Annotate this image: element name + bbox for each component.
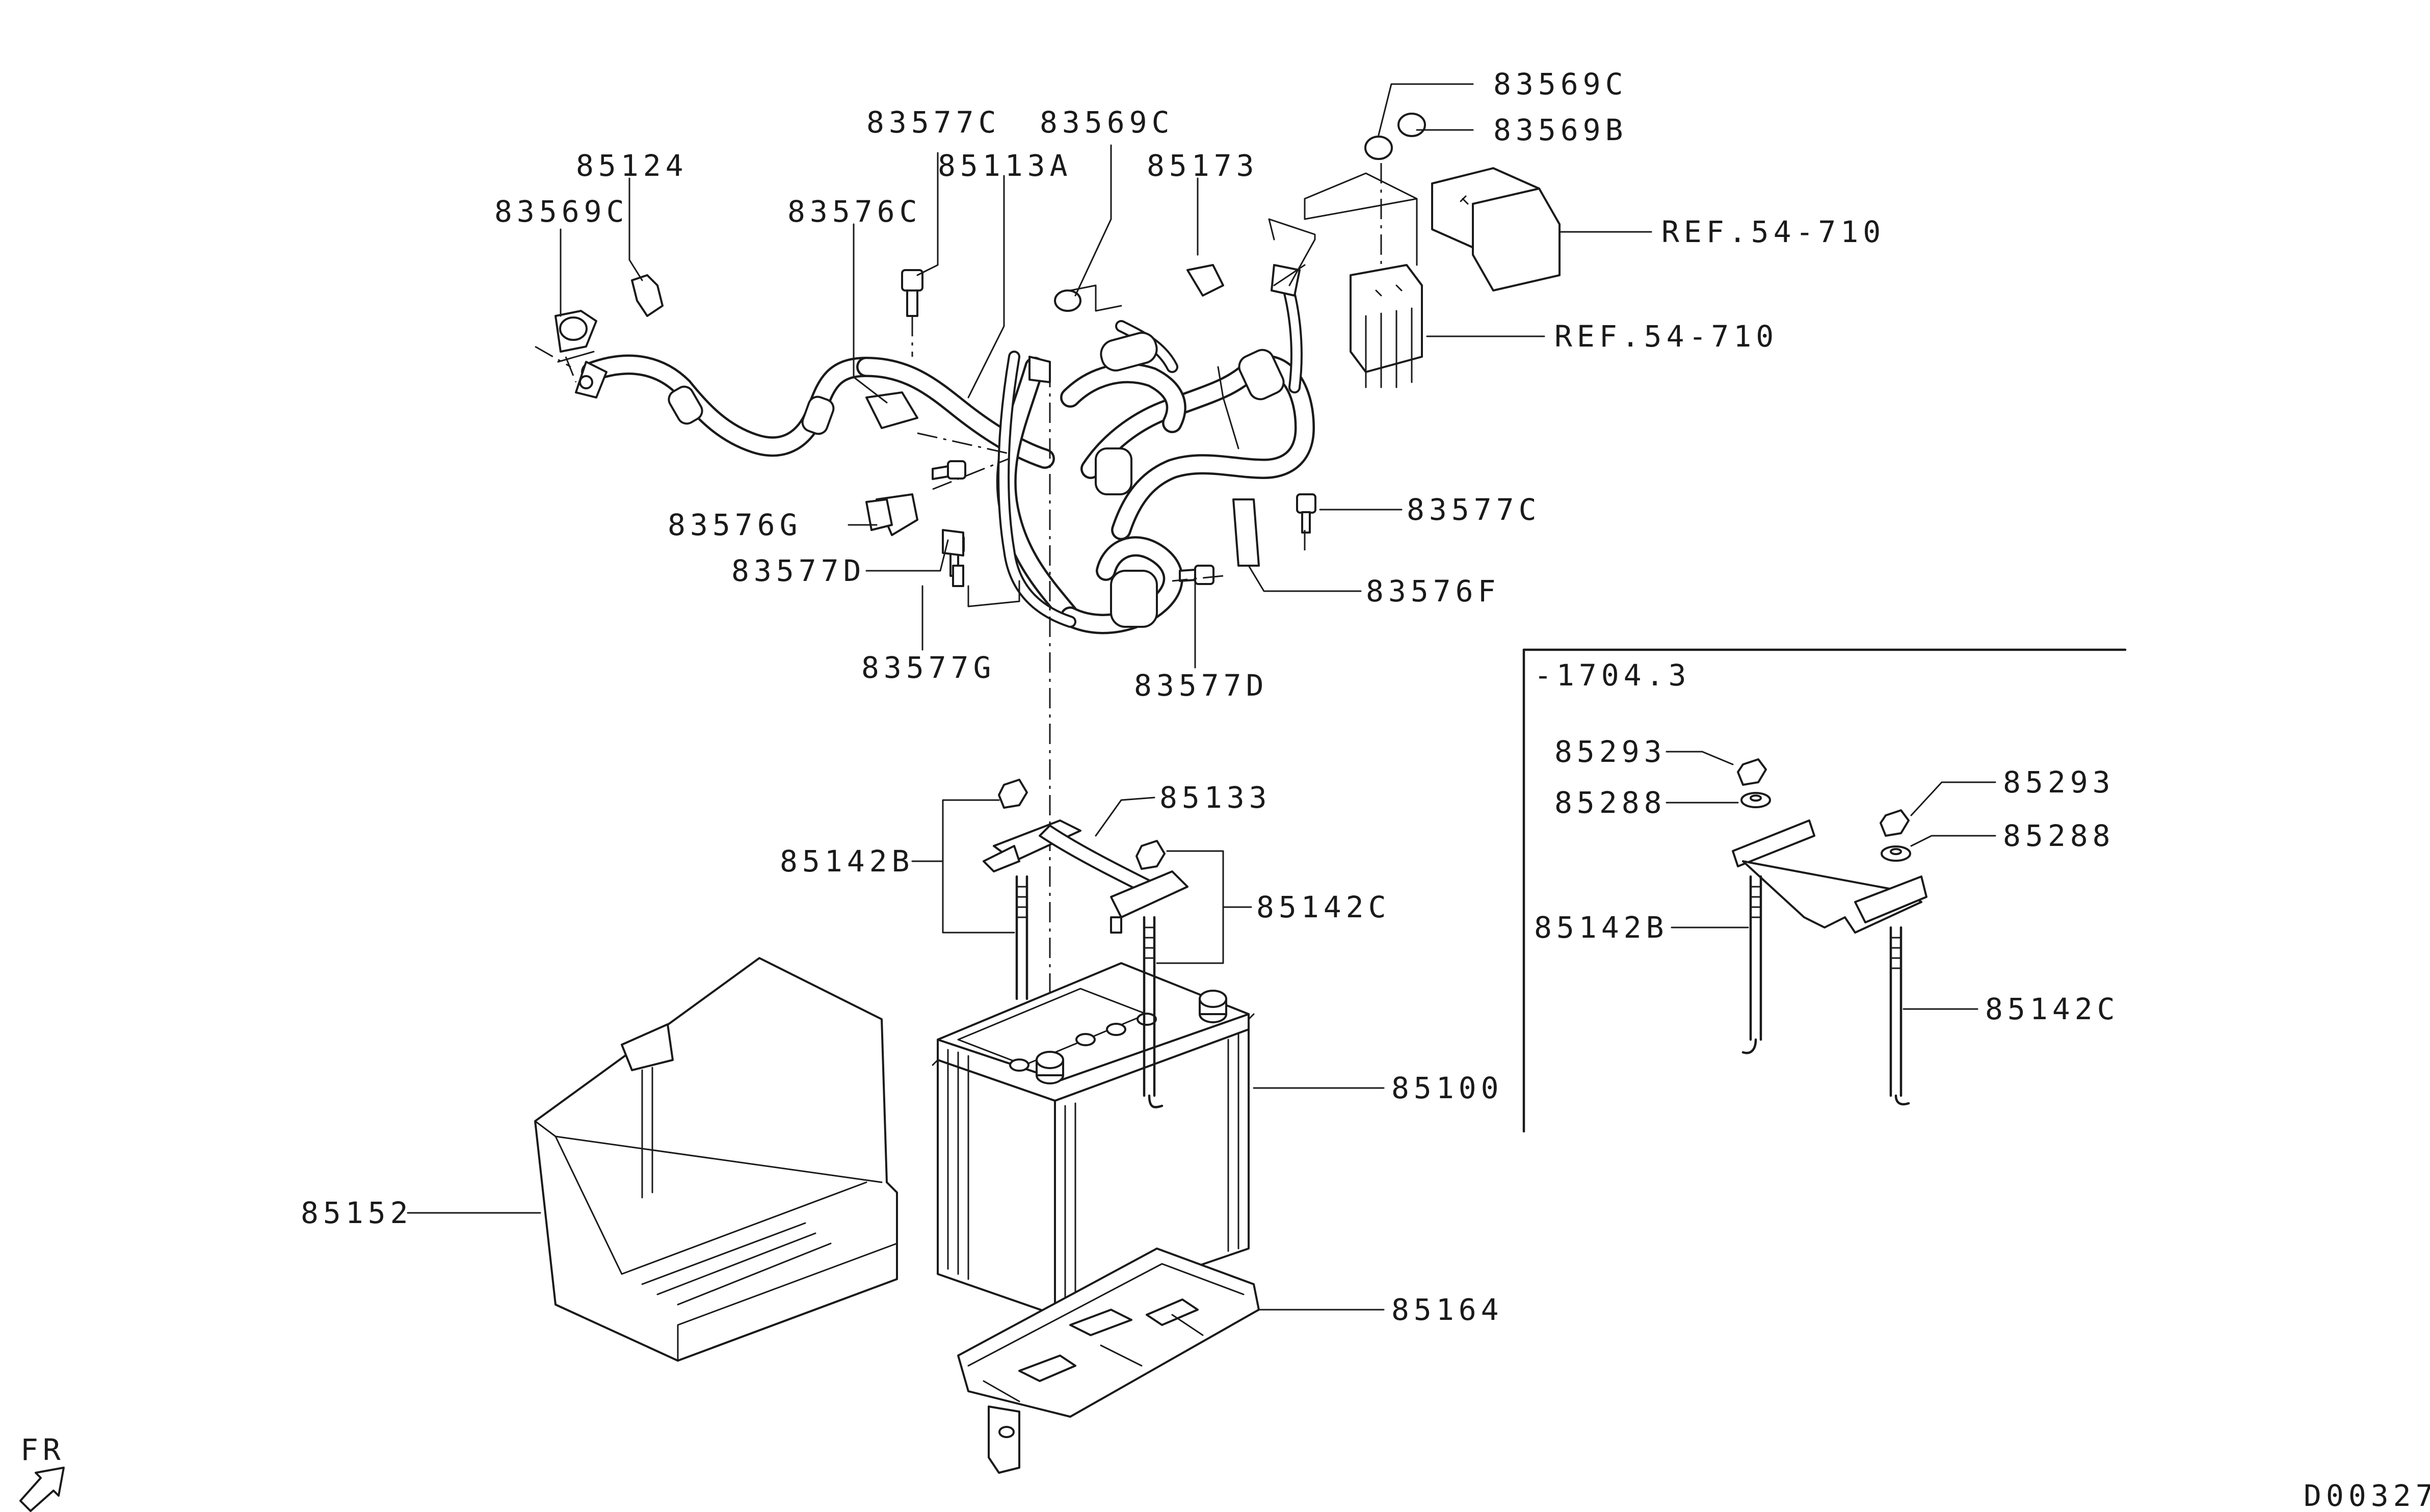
hold-down-bar	[983, 779, 1188, 1108]
inset-callout-85142b: 85142B	[1534, 910, 1669, 945]
callout-85113a: 85113A	[938, 148, 1072, 183]
fuse-connector	[1350, 264, 1423, 388]
callout-83577c-top: 83577C	[866, 105, 1001, 140]
inset-labels: -1704.3 85293 85288 85142B 85293 85288 8…	[1534, 658, 2120, 1026]
front-arrow-icon	[19, 1467, 65, 1512]
callout-83569c-left: 83569C	[494, 194, 629, 229]
callout-85164: 85164	[1391, 1292, 1503, 1327]
callout-85142b: 85142B	[780, 844, 914, 879]
callout-83576g: 83576G	[668, 508, 802, 542]
inset-frame	[1522, 648, 2127, 1133]
callout-83576f: 83576F	[1366, 574, 1500, 608]
front-direction-indicator: FR	[19, 1433, 65, 1512]
inset-callout-85288-right: 85288	[2003, 818, 2115, 853]
inset-range-label: -1704.3	[1534, 658, 1691, 693]
wiring-harness	[575, 264, 1315, 634]
inset-callout-85293-left: 85293	[1554, 734, 1667, 769]
inset-callout-85142c: 85142C	[1985, 992, 2120, 1026]
callout-83577d-bottom: 83577D	[1134, 668, 1269, 703]
assembly-lines	[535, 163, 1418, 1091]
inset-callout-85293-right: 85293	[2003, 765, 2115, 800]
callout-85124: 85124	[576, 148, 688, 183]
callout-83576c: 83576C	[787, 194, 922, 229]
callout-83569c-top: 83569C	[1493, 67, 1628, 101]
battery	[932, 962, 1255, 1316]
drawing-code: D00327	[2304, 1478, 2430, 1512]
callout-83577c-right: 83577C	[1407, 492, 1541, 527]
callout-ref-upper: REF.54-710	[1661, 215, 1885, 249]
inset-callout-85288-left: 85288	[1554, 785, 1667, 820]
front-label: FR	[20, 1433, 65, 1467]
callout-85133: 85133	[1159, 780, 1272, 815]
callout-ref-lower: REF.54-710	[1554, 319, 1778, 354]
callout-85100: 85100	[1391, 1071, 1503, 1105]
battery-tray	[534, 957, 898, 1362]
callout-83569b: 83569B	[1493, 113, 1628, 147]
callout-labels: 83569C 83569B 83577C 83569C 85124 85113A…	[301, 67, 1885, 1327]
inset-hold-down	[1732, 758, 1927, 1106]
callout-85152: 85152	[301, 1196, 413, 1230]
fasteners	[554, 113, 1426, 587]
callout-85173: 85173	[1147, 148, 1259, 183]
callout-83577g: 83577G	[861, 650, 996, 685]
callout-83577d-left: 83577D	[731, 553, 866, 588]
callout-83569c-mid: 83569C	[1040, 105, 1174, 140]
callout-85142c: 85142C	[1256, 890, 1391, 924]
relay-box	[1431, 167, 1561, 291]
leader-lines	[407, 83, 1996, 1311]
